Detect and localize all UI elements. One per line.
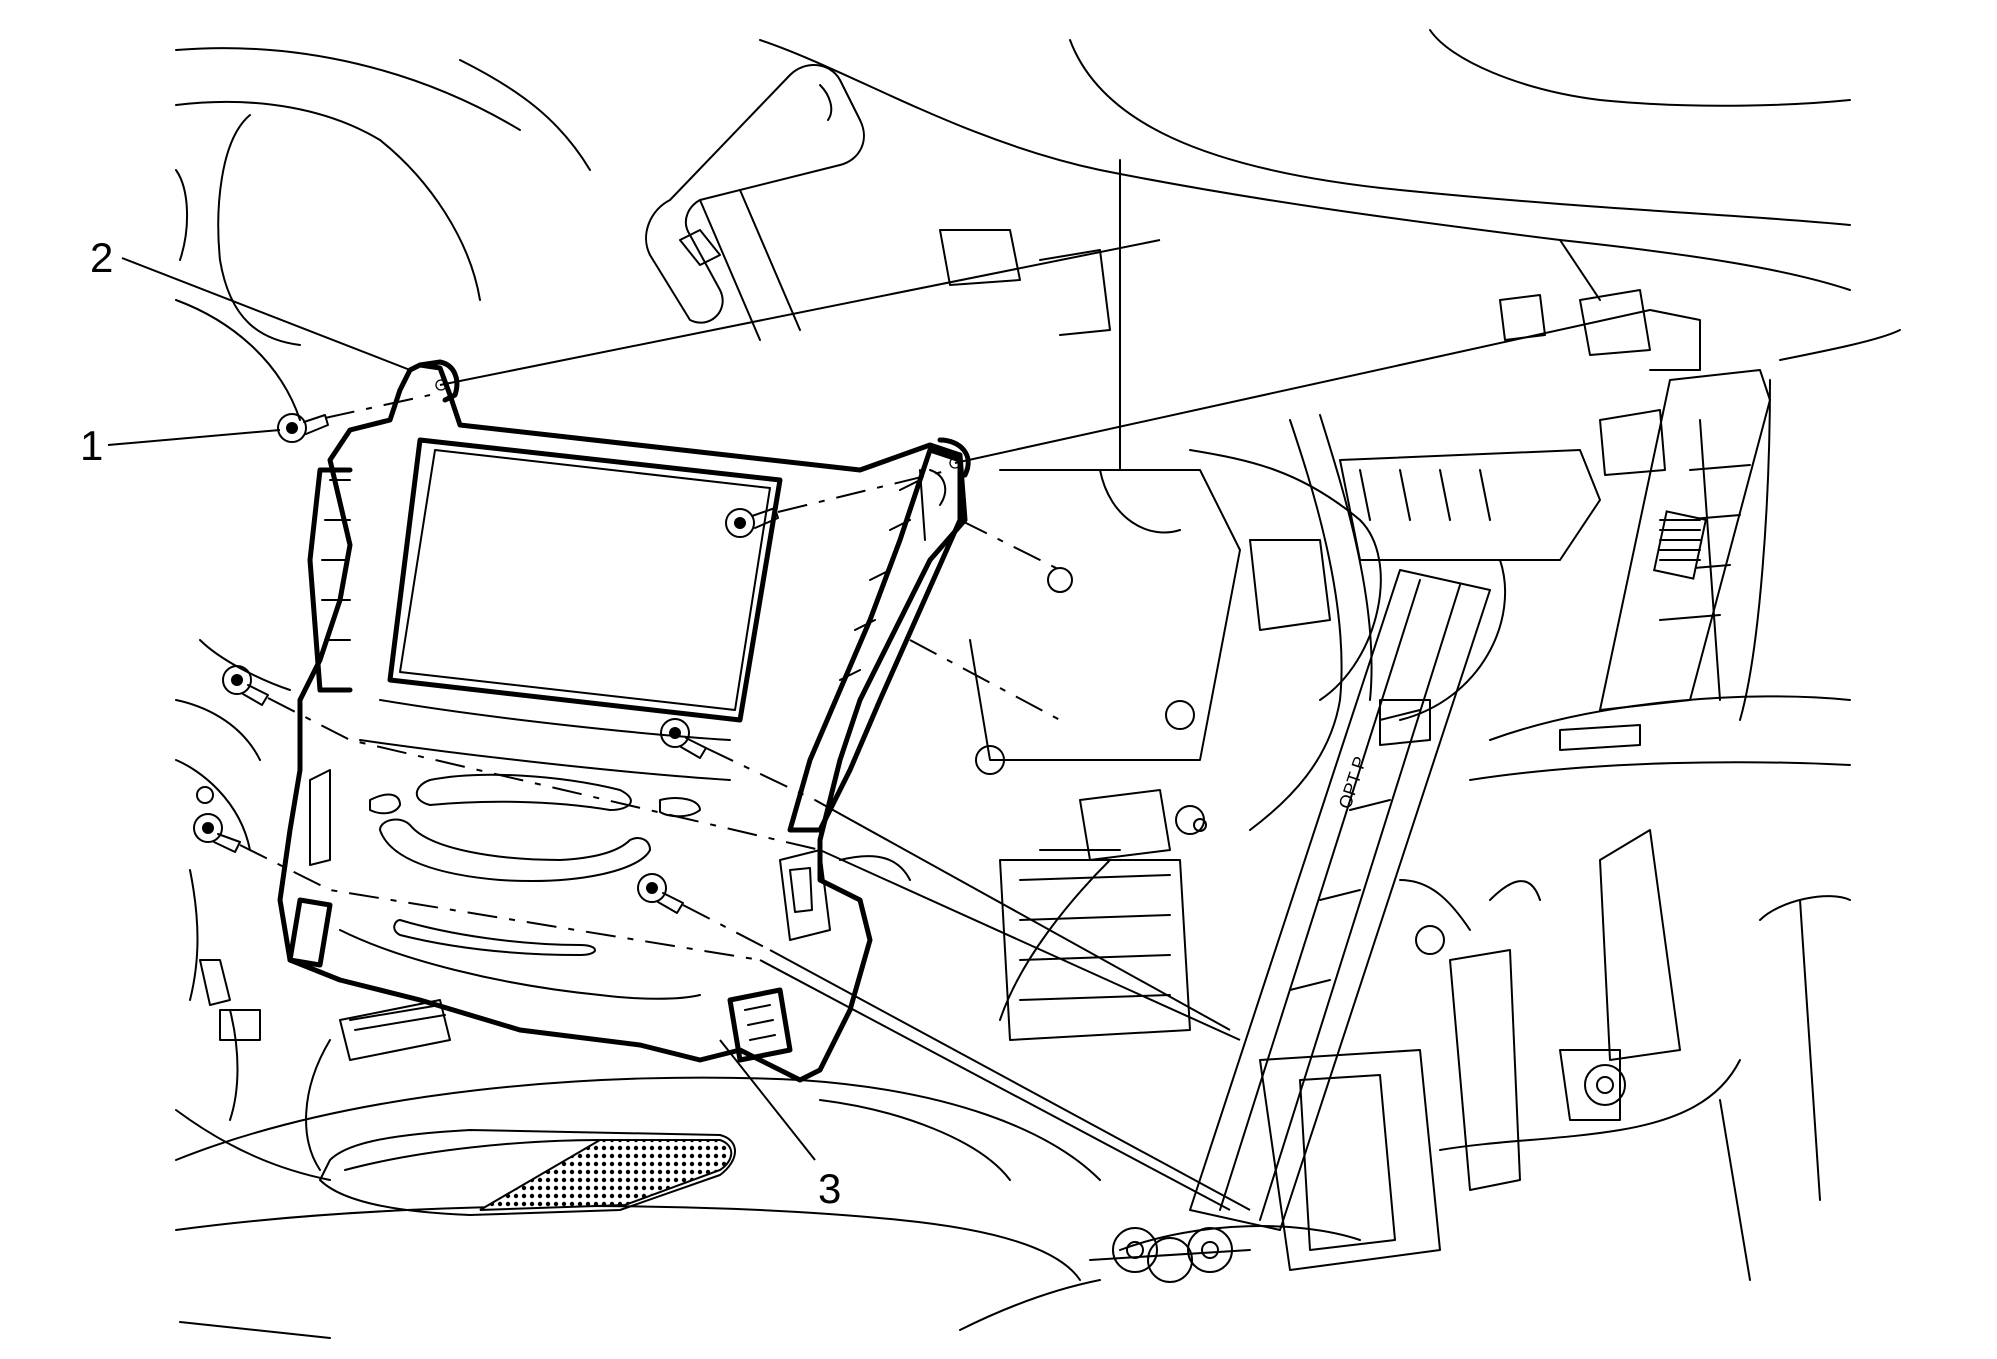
callout-leaders: [107, 257, 816, 1161]
radio-display-assembly: [277, 359, 971, 1083]
screw-center-lower: [637, 873, 684, 914]
screw-left-lower: [193, 813, 241, 853]
opt-p-label: OPT P: [1335, 754, 1371, 811]
screw-left-upper: [222, 665, 269, 706]
hvac-vent-panel: [1559, 329, 1901, 751]
left-lower-dash: [175, 639, 451, 1181]
steering-column-stalk: [645, 63, 865, 341]
lower-dash-top: [175, 1076, 1101, 1339]
speaker-grille: [319, 1129, 736, 1216]
callout-1: 1: [80, 422, 104, 469]
assembly-alignment-lines: [239, 239, 1651, 1211]
center-console-lower: [999, 859, 1541, 1283]
instrument-cluster-area: [175, 47, 591, 421]
screw-upper-right: [725, 507, 779, 538]
screw-1: [277, 413, 329, 443]
callout-3: 3: [818, 1165, 842, 1212]
dash-harness-bay: [939, 229, 1701, 1021]
callout-2: 2: [90, 234, 114, 281]
screw-center-upper: [660, 718, 707, 759]
right-dash-sweep: [1439, 695, 1851, 1281]
upper-dash-trim: [759, 29, 1851, 471]
